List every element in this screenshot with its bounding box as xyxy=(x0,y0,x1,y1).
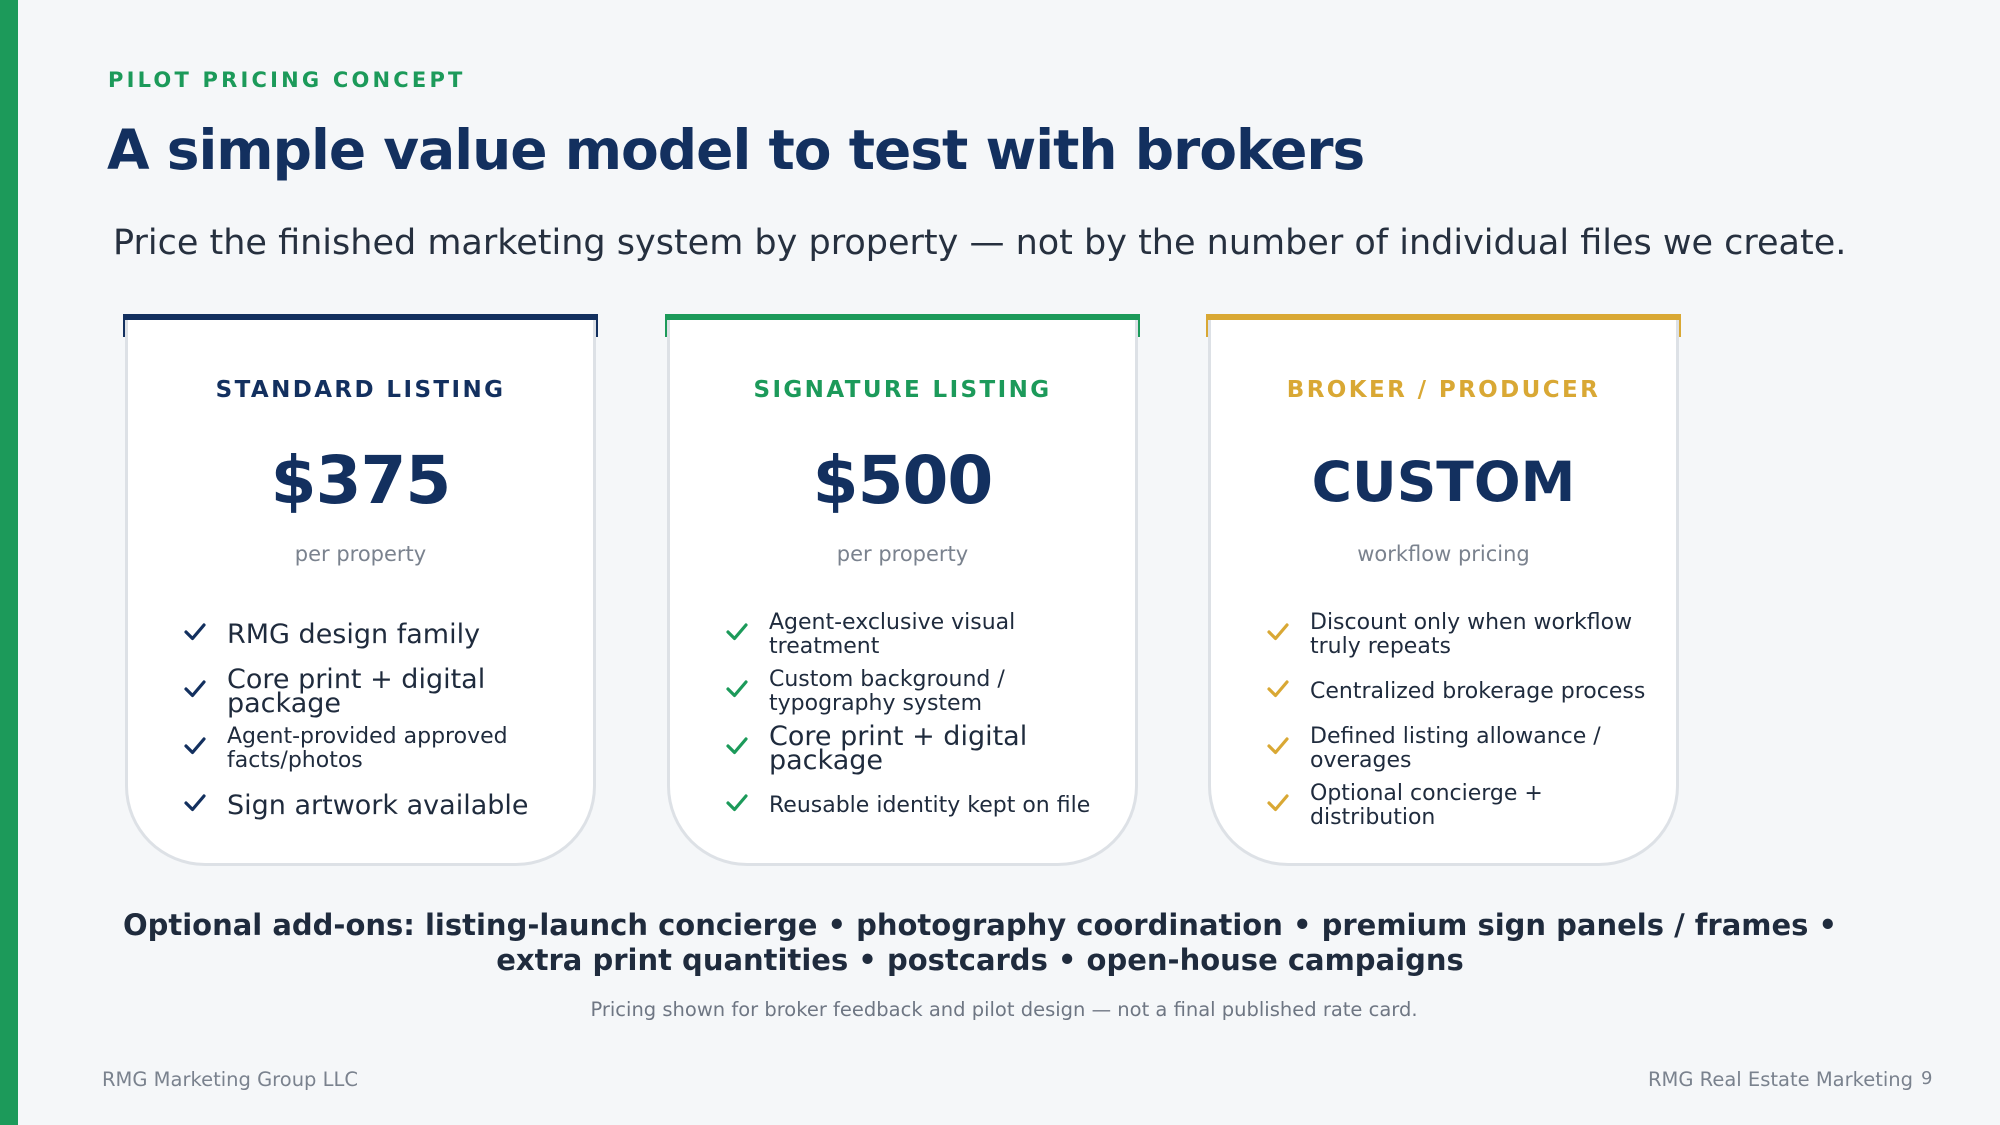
feature-text: Agent-exclusive visual treatment xyxy=(769,610,1016,659)
feature-item: Custom background / typography system xyxy=(725,667,1125,717)
feature-text: Optional concierge + distribution xyxy=(1310,781,1543,830)
card-heading: SIGNATURE LISTING xyxy=(753,377,1052,403)
feature-item: Sign artwork available xyxy=(183,781,583,831)
checkmark-icon xyxy=(183,620,207,644)
feature-item: RMG design family xyxy=(183,610,583,660)
pricing-card-standard: STANDARD LISTING $375 per property RMG d… xyxy=(125,320,596,866)
eyebrow-label: PILOT PRICING CONCEPT xyxy=(108,68,466,92)
card-heading: BROKER / PRODUCER xyxy=(1286,377,1601,403)
checkmark-icon xyxy=(183,677,207,701)
pricing-card-broker: BROKER / PRODUCER CUSTOM workflow pricin… xyxy=(1208,320,1679,866)
card-price: $375 xyxy=(270,442,452,519)
feature-text: Core print + digital package xyxy=(227,664,486,719)
feature-item: Reusable identity kept on file xyxy=(725,781,1125,831)
feature-text: Reusable identity kept on file xyxy=(769,793,1091,818)
disclaimer-text: Pricing shown for broker feedback and pi… xyxy=(590,998,1418,1021)
checkmark-icon xyxy=(725,791,749,815)
feature-text: Defined listing allowance / overages xyxy=(1310,724,1601,773)
page-number: 9 xyxy=(1921,1068,1933,1089)
card-unit: per property xyxy=(836,542,969,566)
checkmark-icon xyxy=(725,677,749,701)
checkmark-icon xyxy=(725,734,749,758)
checkmark-icon xyxy=(183,791,207,815)
footer-company: RMG Marketing Group LLC xyxy=(102,1068,358,1091)
checkmark-icon xyxy=(725,620,749,644)
checkmark-icon xyxy=(1266,620,1290,644)
feature-item: Centralized brokerage process xyxy=(1266,667,1666,717)
feature-item: Agent-provided approved facts/photos xyxy=(183,724,583,774)
checkmark-icon xyxy=(1266,734,1290,758)
card-price: $500 xyxy=(812,442,994,519)
slide-subtitle: Price the finished marketing system by p… xyxy=(113,223,1847,263)
feature-text: Core print + digital package xyxy=(769,721,1028,776)
card-unit: workflow pricing xyxy=(1357,542,1530,566)
checkmark-icon xyxy=(1266,791,1290,815)
card-price: CUSTOM xyxy=(1311,450,1576,514)
card-unit: per property xyxy=(294,542,427,566)
feature-item: Defined listing allowance / overages xyxy=(1266,724,1666,774)
slide-title: A simple value model to test with broker… xyxy=(107,118,1365,182)
feature-text: RMG design family xyxy=(227,619,481,650)
feature-text: Agent-provided approved facts/photos xyxy=(227,724,508,773)
addons-text: Optional add-ons: listing-launch concier… xyxy=(122,908,1838,977)
pricing-card-signature: SIGNATURE LISTING $500 per property Agen… xyxy=(667,320,1138,866)
feature-text: Centralized brokerage process xyxy=(1310,679,1646,704)
checkmark-icon xyxy=(183,734,207,758)
accent-bar xyxy=(0,0,18,1125)
card-heading: STANDARD LISTING xyxy=(215,377,506,403)
feature-text: Discount only when workflow truly repeat… xyxy=(1310,610,1633,659)
footer-brand: RMG Real Estate Marketing xyxy=(1648,1068,1914,1091)
feature-text: Sign artwork available xyxy=(227,790,529,821)
feature-text: Custom background / typography system xyxy=(769,667,1005,716)
feature-item: Agent-exclusive visual treatment xyxy=(725,610,1125,660)
feature-item: Core print + digital package xyxy=(725,721,1125,776)
feature-item: Core print + digital package xyxy=(183,664,583,719)
feature-item: Optional concierge + distribution xyxy=(1266,781,1666,831)
feature-item: Discount only when workflow truly repeat… xyxy=(1266,610,1666,660)
checkmark-icon xyxy=(1266,677,1290,701)
